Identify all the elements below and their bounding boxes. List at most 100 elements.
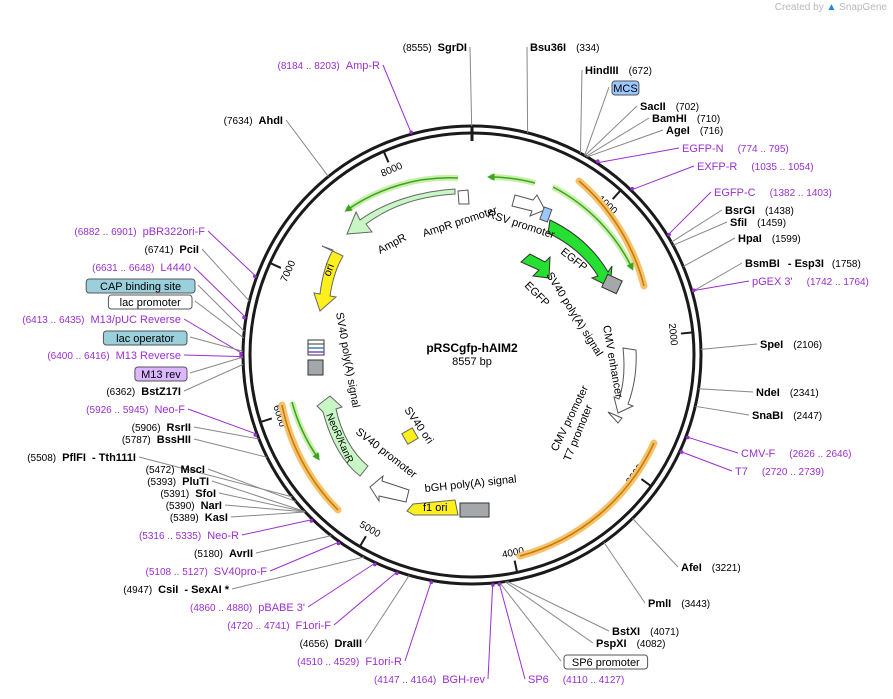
site-label-ahdi[interactable]: (7634)AhdI <box>224 115 283 127</box>
feature-label-sv40-polya-1: SV40 poly(A) signal <box>543 270 604 358</box>
site-label-lac-prom[interactable]: lac promoter <box>107 294 193 310</box>
site-label-egfp-n[interactable]: EGFP-N(774 .. 795) <box>682 143 789 155</box>
label-name-pflfi: PflFI <box>62 452 86 464</box>
feature-ori <box>313 245 344 312</box>
site-label-bamhi[interactable]: BamHI(710) <box>652 113 720 125</box>
primer-mark-egfp-n <box>595 159 600 164</box>
site-label-bsshii[interactable]: (5787)BssHII <box>122 434 191 446</box>
site-label-neo-f[interactable]: (5926 .. 5945)Neo-F <box>86 404 185 416</box>
site-label-spei[interactable]: SpeI(2106) <box>760 339 822 351</box>
site-label-f1ori-r[interactable]: (4510 .. 4529)F1ori-R <box>297 656 402 668</box>
site-label-msci[interactable]: (5472)MscI <box>146 464 205 476</box>
box-text-lac-op: lac operator <box>116 333 174 345</box>
label-name-pbr322ori-f: pBR322ori-F <box>143 226 206 238</box>
primer-mark-neo-r <box>309 519 314 523</box>
label-text-sfoi: (5391)SfoI <box>160 488 216 500</box>
leader-m13-rev <box>189 356 244 374</box>
site-label-sp6[interactable]: SP6(4110 .. 4127) <box>528 674 624 686</box>
label-pos-pcii: (6741) <box>145 245 174 256</box>
site-label-sfoi[interactable]: (5391)SfoI <box>160 488 216 500</box>
label-text-egfp-n: EGFP-N(774 .. 795) <box>682 143 789 155</box>
site-label-bstxi[interactable]: BstXI(4071) <box>612 626 679 638</box>
site-label-rsrii[interactable]: (5906)RsrII <box>132 422 191 434</box>
site-label-hindiii[interactable]: HindIII(672) <box>585 65 652 77</box>
label-name-neo-r: Neo-R <box>207 530 239 542</box>
box-cap-site <box>85 278 196 294</box>
feature-cmv-enhancer <box>613 347 637 414</box>
label-pos-kasi: (5389) <box>170 513 199 524</box>
leader-pluti <box>211 480 305 512</box>
site-label-nari[interactable]: (5390)NarI <box>166 500 222 512</box>
site-label-neo-r[interactable]: (5316 .. 5335)Neo-R <box>139 530 239 542</box>
site-label-pcii[interactable]: (6741)PciI <box>145 244 199 256</box>
site-label-sacii[interactable]: SacII(702) <box>640 101 699 113</box>
leader-sfoi <box>218 492 306 513</box>
feature-neokanr <box>316 395 369 477</box>
site-label-m13puc-rev[interactable]: (6413 .. 6435)M13/pUC Reverse <box>22 314 181 326</box>
site-label-csii[interactable]: (4947)CsiI- SexAI * <box>123 584 229 596</box>
orange-arc-neo-core <box>281 404 339 511</box>
site-label-bgh-rev[interactable]: (4147 .. 4164)BGH-rev <box>374 674 486 686</box>
site-label-cap-site[interactable]: CAP binding site <box>85 278 196 294</box>
site-label-lac-op[interactable]: lac operator <box>102 330 188 346</box>
feature-mcs-marker <box>539 206 553 223</box>
site-label-sp6-prom[interactable]: SP6 promoter <box>563 654 649 670</box>
site-label-bsrgi[interactable]: BsrGI(1438) <box>725 205 794 217</box>
site-label-l4440[interactable]: (6631 .. 6648)L4440 <box>92 262 191 274</box>
site-label-pluti[interactable]: (5393)PluTI <box>147 476 209 488</box>
site-label-sfii[interactable]: SfiI(1459) <box>730 217 786 229</box>
site-label-pspxi[interactable]: PspXI(4082) <box>596 638 665 650</box>
site-label-pmli[interactable]: PmlI(3443) <box>648 598 710 610</box>
label-text-pflfi: (5508)PflFI- Tth111I <box>27 452 136 464</box>
site-label-cmv-f[interactable]: CMV-F(2626 .. 2646) <box>741 448 852 460</box>
site-label-ndei[interactable]: NdeI(2341) <box>756 387 819 399</box>
site-label-pgex3[interactable]: pGEX 3'(1742 .. 1764) <box>752 276 869 288</box>
orange-arcs <box>278 177 658 560</box>
site-label-avrii[interactable]: (5180)AvrII <box>194 548 253 560</box>
label-pos-bsu36i: (334) <box>576 43 599 54</box>
label-pos-dra3: (4656) <box>300 639 329 650</box>
site-label-bstz17i[interactable]: (6362)BstZ17I <box>106 386 181 398</box>
feature-cmv-promoter-tip <box>607 411 623 424</box>
label-pos-pmli: (3443) <box>681 599 710 610</box>
label-name-bsmbi: BsmBI <box>745 258 780 270</box>
site-labels: (8555)SgrDI Bsu36I(334) (8184 .. 8203)Amp-… <box>22 42 869 686</box>
label-name-agei: AgeI <box>666 125 690 137</box>
site-label-pbabe3[interactable]: (4860 .. 4880)pBABE 3' <box>190 602 305 614</box>
label-pos-cmv-f: (2626 .. 2646) <box>789 449 851 460</box>
site-label-agei[interactable]: AgeI(716) <box>666 125 723 137</box>
feature-bgh-polya <box>459 502 490 518</box>
site-label-bsmbi[interactable]: BsmBI- Esp3I(1758) <box>745 258 861 270</box>
site-label-sgrdi[interactable]: (8555)SgrDI <box>403 42 467 54</box>
site-label-afei[interactable]: AfeI(3221) <box>681 562 741 574</box>
site-label-dra3[interactable]: (4656)DraIII <box>300 638 362 650</box>
site-label-m13-reverse[interactable]: (6400 .. 6416)M13 Reverse <box>47 350 181 362</box>
label-name-avrii: AvrII <box>229 548 253 560</box>
label-pos-bsrgi: (1438) <box>765 206 794 217</box>
label-pos-hpai: (1599) <box>772 234 801 245</box>
leader-bstz17i <box>183 363 244 392</box>
site-label-snabi[interactable]: SnaBI(2447) <box>752 410 822 422</box>
site-label-egfp-c[interactable]: EGFP-C(1382 .. 1403) <box>714 187 832 199</box>
site-label-pflfi[interactable]: (5508)PflFI- Tth111I <box>27 452 136 464</box>
primer-mark-cmv-f <box>686 435 690 440</box>
site-label-m13-rev[interactable]: M13 rev <box>134 366 188 382</box>
site-label-bsu36i[interactable]: Bsu36I(334) <box>530 42 599 54</box>
site-label-sv40pro-f[interactable]: (5108 .. 5127)SV40pro-F <box>146 566 268 578</box>
site-label-hpai[interactable]: HpaI(1599) <box>738 233 801 245</box>
site-label-pbr322ori-f[interactable]: (6882 .. 6901)pBR322ori-F <box>74 226 205 238</box>
site-label-t7[interactable]: T7(2720 .. 2739) <box>735 466 824 478</box>
box-lac-prom <box>107 294 193 310</box>
leader-mcs <box>584 86 610 156</box>
feature-label-ampr: AmpR <box>376 232 409 257</box>
site-label-kasi[interactable]: (5389)KasI <box>170 512 228 524</box>
label-name-ahdi: AhdI <box>259 115 283 127</box>
site-label-ampr-primer[interactable]: (8184 .. 8203)Amp-R <box>278 60 381 72</box>
feature-egfp-outer <box>547 219 613 288</box>
leader-sv40pro-f <box>269 541 340 572</box>
label-text-pmli: PmlI(3443) <box>648 598 710 610</box>
label-pos-pgex3: (1742 .. 1764) <box>807 277 869 288</box>
site-label-f1ori-f[interactable]: (4720 .. 4741)F1ori-F <box>227 620 331 632</box>
site-label-mcs[interactable]: MCS <box>611 80 640 96</box>
site-label-exfp-r[interactable]: EXFP-R(1035 .. 1054) <box>697 161 814 173</box>
